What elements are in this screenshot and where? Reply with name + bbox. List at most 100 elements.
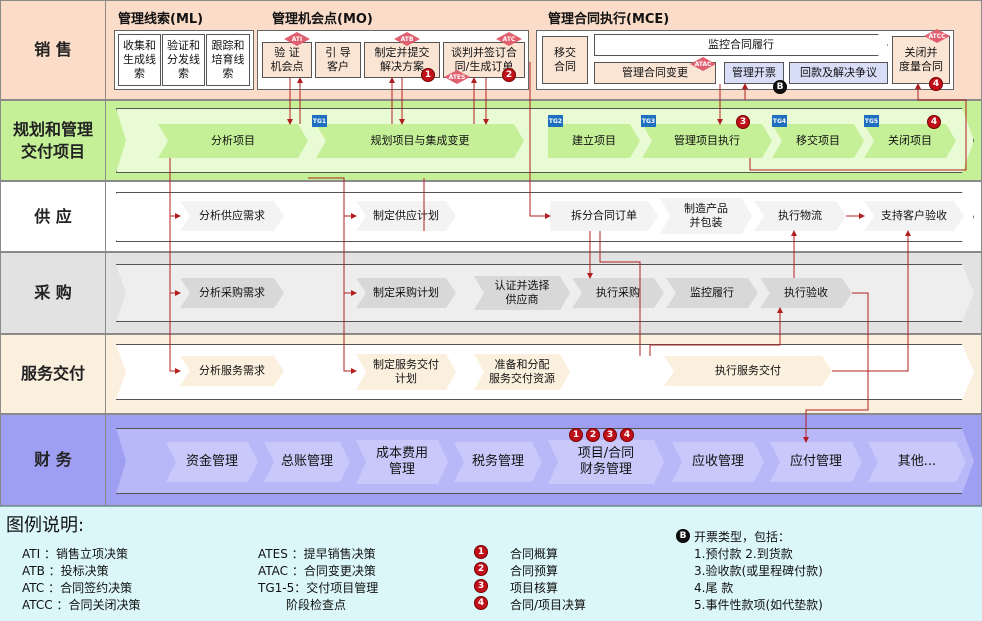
supply-accept[interactable]: 支持客户验收 — [864, 201, 964, 231]
mce-payment[interactable]: 回款及解决争议 — [789, 62, 888, 84]
mo-item-negotiate[interactable]: 谈判并签订合 同/生成订单 — [443, 42, 525, 78]
lane-label-sales: 销 售 — [1, 1, 106, 99]
diamond-atb: ATB — [394, 32, 420, 46]
legend-final: 合同/项目决算 — [510, 598, 587, 612]
legend-invoice-3: 4.尾 款 — [694, 581, 734, 595]
mo-title: 管理机会点(MO) — [272, 12, 373, 27]
tg1-badge: TG1 — [312, 115, 327, 127]
marker-one-finance: 1 — [569, 428, 583, 442]
finance-other[interactable]: 其他... — [868, 442, 966, 482]
connector-lines — [169, 62, 967, 443]
mo-item-validate[interactable]: 验 证 机会点 — [262, 42, 312, 78]
supply-plan[interactable]: 制定供应计划 — [356, 201, 456, 231]
supply-split[interactable]: 拆分合同订单 — [550, 201, 658, 231]
legend-accounting: 项目核算 — [510, 581, 559, 595]
legend-budget: 合同预算 — [510, 564, 559, 578]
legend-invoice-2: 3.验收款(或里程碑付款) — [694, 564, 823, 578]
lane-label-planning: 规划和管理 交付项目 — [1, 101, 106, 180]
legend-tg-cont: 阶段检查点 — [286, 598, 347, 612]
planning-manage[interactable]: 管理项目执行 — [642, 124, 772, 158]
marker-one-sales: 1 — [421, 68, 435, 82]
ml-item-verify[interactable]: 验证和 分发线 索 — [162, 34, 205, 86]
procurement-select[interactable]: 认证并选择 供应商 — [474, 276, 570, 310]
legend: 图例说明: ATI ：销售立项决策 ATB ：投标决策 ATC ：合同签约决策 … — [0, 506, 982, 621]
supply-band-border — [116, 192, 962, 242]
finance-ledger[interactable]: 总账管理 — [264, 442, 350, 482]
marker-two-finance: 2 — [586, 428, 600, 442]
diamond-ati: ATI — [284, 32, 310, 46]
finance-fund[interactable]: 资金管理 — [166, 442, 258, 482]
supply-logistics[interactable]: 执行物流 — [754, 201, 846, 231]
legend-marker-three: 3 — [474, 579, 488, 593]
lane-label-supply: 供 应 — [1, 182, 106, 251]
marker-four-finance: 4 — [620, 428, 634, 442]
finance-tax[interactable]: 税务管理 — [454, 442, 542, 482]
legend-marker-two: 2 — [474, 562, 488, 576]
mce-transfer[interactable]: 移交 合同 — [542, 36, 588, 84]
lane-label-finance: 财 务 — [1, 415, 106, 505]
mce-change[interactable]: 管理合同变更 — [594, 62, 716, 84]
procurement-analyze[interactable]: 分析采购需求 — [180, 278, 284, 308]
ml-item-collect[interactable]: 收集和 生成线 索 — [118, 34, 161, 86]
service-prepare[interactable]: 准备和分配 服务交付资源 — [474, 354, 570, 390]
mo-item-guide[interactable]: 引 导 客户 — [315, 42, 361, 78]
procurement-plan[interactable]: 制定采购计划 — [356, 278, 456, 308]
planning-handover[interactable]: 移交项目 — [772, 124, 864, 158]
legend-estimate: 合同概算 — [510, 547, 559, 561]
procurement-band-border — [116, 264, 962, 322]
legend-atb: ATB ：投标决策 — [22, 564, 109, 578]
finance-payable[interactable]: 应付管理 — [770, 442, 862, 482]
tg3-badge: TG3 — [641, 115, 656, 127]
legend-atcc: ATCC ：合同关闭决策 — [22, 598, 141, 612]
mce-close[interactable]: 关闭并 度量合同 — [892, 36, 950, 84]
legend-marker-one: 1 — [474, 545, 488, 559]
mce-monitor[interactable]: 监控合同履行 — [594, 34, 888, 56]
marker-four-planning: 4 — [927, 115, 941, 129]
supply-make[interactable]: 制造产品 并包装 — [660, 198, 752, 234]
service-band-border — [116, 344, 962, 400]
marker-three-planning: 3 — [736, 115, 750, 129]
service-execute[interactable]: 执行服务交付 — [664, 356, 832, 386]
legend-invoice-1: 1.预付款 2.到货款 — [694, 547, 793, 561]
finance-band-border — [116, 428, 962, 494]
diamond-ates: ATES — [444, 70, 470, 84]
legend-marker-four: 4 — [474, 596, 488, 610]
procurement-verify[interactable]: 执行验收 — [760, 278, 852, 308]
planning-build[interactable]: 建立项目 — [548, 124, 640, 158]
mce-invoice[interactable]: 管理开票 — [724, 62, 784, 84]
marker-b-sales: B — [773, 80, 787, 94]
legend-invoice-title: 开票类型，包括： — [694, 530, 791, 544]
mce-title: 管理合同执行(MCE) — [548, 12, 670, 27]
service-plan[interactable]: 制定服务交付 计划 — [356, 354, 456, 390]
ml-item-track[interactable]: 跟踪和 培育线 索 — [206, 34, 250, 86]
diamond-atcc: ATCC — [924, 29, 950, 43]
planning-analyze[interactable]: 分析项目 — [158, 124, 308, 158]
procurement-monitor[interactable]: 监控履行 — [666, 278, 758, 308]
diamond-atc: ATC — [496, 32, 522, 46]
legend-ati: ATI ：销售立项决策 — [22, 547, 128, 561]
tg2-badge: TG2 — [548, 115, 563, 127]
service-analyze[interactable]: 分析服务需求 — [180, 356, 284, 386]
finance-receivable[interactable]: 应收管理 — [672, 442, 764, 482]
lane-label-service: 服务交付 — [1, 335, 106, 413]
legend-marker-b: B — [676, 529, 690, 543]
legend-atc: ATC ：合同签约决策 — [22, 581, 133, 595]
finance-cost[interactable]: 成本费用 管理 — [356, 440, 448, 484]
lane-label-procurement: 采 购 — [1, 253, 106, 333]
finance-project[interactable]: 项目/合同 财务管理 — [548, 440, 664, 484]
planning-plan[interactable]: 规划项目与集成变更 — [316, 124, 524, 158]
legend-atac: ATAC ：合同变更决策 — [258, 564, 376, 578]
ml-title: 管理线索(ML) — [118, 12, 204, 27]
marker-three-finance: 3 — [603, 428, 617, 442]
procurement-execute[interactable]: 执行采购 — [572, 278, 664, 308]
marker-four-sales: 4 — [929, 77, 943, 91]
tg5-badge: TG5 — [864, 115, 879, 127]
legend-invoice-4: 5.事件性款项(如代垫款) — [694, 598, 823, 612]
tg4-badge: TG4 — [772, 115, 787, 127]
legend-ates: ATES ：提早销售决策 — [258, 547, 376, 561]
marker-two-sales: 2 — [502, 68, 516, 82]
planning-close[interactable]: 关闭项目 — [864, 124, 956, 158]
legend-title: 图例说明: — [6, 515, 85, 536]
supply-analyze[interactable]: 分析供应需求 — [180, 201, 284, 231]
diamond-atac: ATAC — [690, 57, 716, 71]
